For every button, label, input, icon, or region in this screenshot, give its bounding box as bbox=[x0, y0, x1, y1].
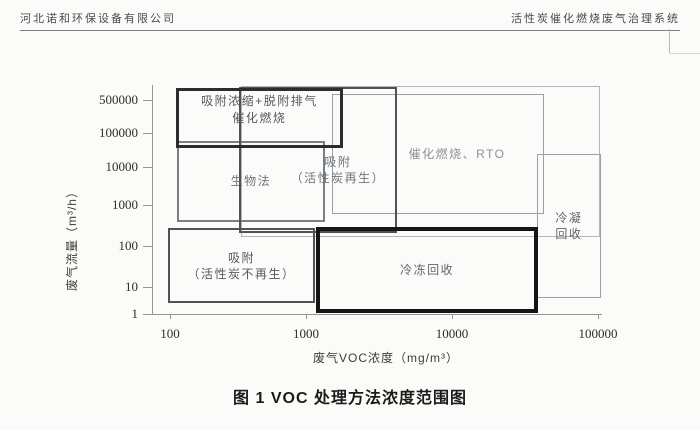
header-doc-title: 活性炭催化燃烧废气治理系统 bbox=[511, 13, 680, 25]
y-tick-label: 100 bbox=[118, 238, 139, 253]
region-label-adsorption-carbon-not-regenerated: 吸附 （活性炭不再生） bbox=[187, 250, 296, 281]
y-tick-mark bbox=[143, 100, 152, 101]
chart-region-condensation-recovery: 冷凝 回收 bbox=[536, 154, 602, 298]
chart-region-adsorption-carbon-not-regenerated: 吸附 （活性炭不再生） bbox=[168, 227, 315, 304]
y-tick-label: 1000 bbox=[112, 197, 138, 212]
chart-region-freezing-recovery: 冷冻回收 bbox=[315, 227, 539, 313]
x-tick-label: 10000 bbox=[435, 326, 469, 341]
y-tick-label: 1 bbox=[131, 306, 139, 321]
y-tick-mark bbox=[143, 287, 152, 288]
y-tick-label: 500000 bbox=[99, 92, 138, 107]
page-header: 河北诺和环保设备有限公司 活性炭催化燃烧废气治理系统 bbox=[20, 10, 680, 31]
x-axis-title: 废气VOC浓度（mg/m³） bbox=[312, 351, 459, 365]
chart-region-adsorption-concentration-desorption-catalytic-combustion: 吸附浓缩+脱附排气 催化燃烧 bbox=[175, 87, 344, 149]
region-label-adsorption-carbon-regenerated: 吸附 （活性炭再生） bbox=[290, 154, 386, 185]
y-tick-label: 10 bbox=[125, 279, 138, 294]
region-label-adsorption-concentration-desorption-catalytic-combustion: 吸附浓缩+脱附排气 催化燃烧 bbox=[201, 94, 318, 125]
x-tick-mark bbox=[306, 314, 307, 319]
y-tick-mark bbox=[143, 167, 152, 168]
y-tick-mark bbox=[143, 205, 152, 206]
region-label-catalytic-combustion-rto: 催化燃烧、RTO bbox=[408, 146, 506, 161]
figure-caption: 图 1 VOC 处理方法浓度范围图 bbox=[233, 390, 467, 407]
y-axis-line bbox=[152, 85, 153, 314]
x-tick-mark bbox=[170, 314, 171, 319]
header-frame-line-vertical bbox=[669, 29, 670, 53]
region-label-freezing-recovery: 冷冻回收 bbox=[400, 262, 455, 277]
header-frame-line-horizontal bbox=[669, 53, 700, 54]
x-tick-label: 100 bbox=[160, 326, 180, 341]
region-label-condensation-recovery: 冷凝 回收 bbox=[555, 210, 583, 241]
x-tick-mark bbox=[452, 314, 453, 319]
y-tick-mark bbox=[143, 133, 152, 134]
x-axis-line bbox=[152, 314, 602, 315]
x-tick-label: 1000 bbox=[293, 326, 319, 341]
y-tick-mark bbox=[143, 246, 152, 247]
y-tick-label: 10000 bbox=[105, 159, 139, 174]
x-tick-label: 100000 bbox=[578, 326, 618, 341]
chart-region-outer-range bbox=[240, 85, 600, 237]
y-tick-label: 100000 bbox=[99, 125, 138, 140]
chart-region-catalytic-combustion-rto: 催化燃烧、RTO bbox=[331, 93, 545, 215]
x-tick-mark bbox=[598, 314, 599, 319]
y-tick-mark bbox=[143, 314, 152, 315]
header-company-name: 河北诺和环保设备有限公司 bbox=[20, 13, 176, 25]
